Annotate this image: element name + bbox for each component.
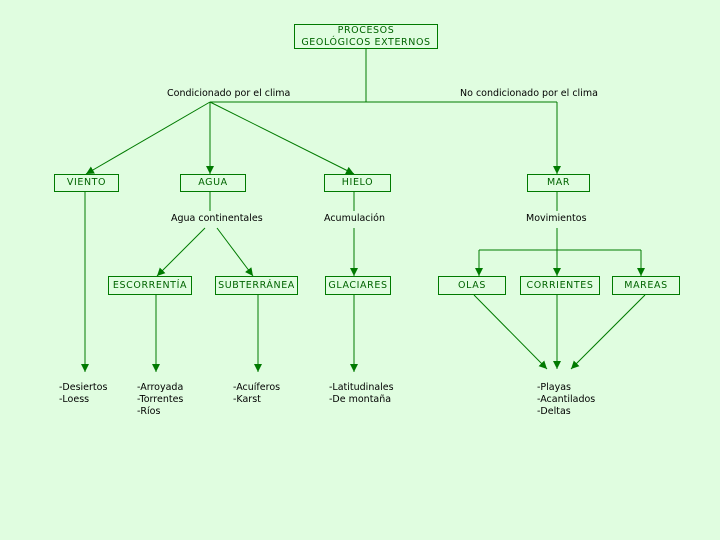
result-item: -Acuíferos <box>233 382 281 393</box>
result-item: -Deltas <box>537 406 571 417</box>
result-item: -Acantilados <box>537 394 596 405</box>
result-item: -Ríos <box>137 406 161 417</box>
node-corrientes: CORRIENTES <box>520 276 600 295</box>
node-olas: OLAS <box>438 276 506 295</box>
result-item: -Arroyada <box>137 382 184 393</box>
result-item: -Loess <box>59 394 90 405</box>
arrow-olas-results <box>473 294 548 370</box>
node-subterranea: SUBTERRÁNEA <box>215 276 298 295</box>
arrow-to-viento <box>85 101 211 175</box>
results-glaciares: -Latitudinales -De montaña <box>329 382 394 406</box>
connector-hielo: Acumulación <box>324 213 386 224</box>
result-item: -Latitudinales <box>329 382 394 393</box>
root-title-line2: GEOLÓGICOS EXTERNOS <box>301 36 431 48</box>
result-item: -Karst <box>233 394 261 405</box>
result-item: -Playas <box>537 382 572 393</box>
arrow-to-subterranea <box>216 227 254 277</box>
results-subterranea: -Acuíferos -Karst <box>233 382 280 406</box>
results-viento: -Desiertos -Loess <box>59 382 107 406</box>
result-item: -Torrentes <box>137 394 184 405</box>
root-title-line1: PROCESOS <box>337 24 395 36</box>
branch-label-right: No condicionado por el clima <box>460 88 598 99</box>
node-mar: MAR <box>527 174 590 192</box>
result-item: -Desiertos <box>59 382 108 393</box>
results-escorrentia: -Arroyada -Torrentes -Ríos <box>137 382 183 418</box>
node-glaciares: GLACIARES <box>325 276 391 295</box>
branch-label-left: Condicionado por el clima <box>167 88 291 99</box>
root-node: PROCESOS GEOLÓGICOS EXTERNOS <box>294 24 438 49</box>
node-agua: AGUA <box>180 174 246 192</box>
result-item: -De montaña <box>329 394 392 405</box>
node-hielo: HIELO <box>324 174 391 192</box>
connector-mar: Movimientos <box>526 213 587 224</box>
arrow-to-hielo <box>209 101 355 175</box>
results-mar: -Playas -Acantilados -Deltas <box>537 382 595 418</box>
node-mareas: MAREAS <box>612 276 680 295</box>
arrow-to-escorrentia <box>156 227 206 277</box>
arrow-mareas-results <box>570 294 646 370</box>
node-viento: VIENTO <box>54 174 119 192</box>
connector-agua: Agua continentales <box>171 213 263 224</box>
node-escorrentia: ESCORRENTÍA <box>108 276 192 295</box>
